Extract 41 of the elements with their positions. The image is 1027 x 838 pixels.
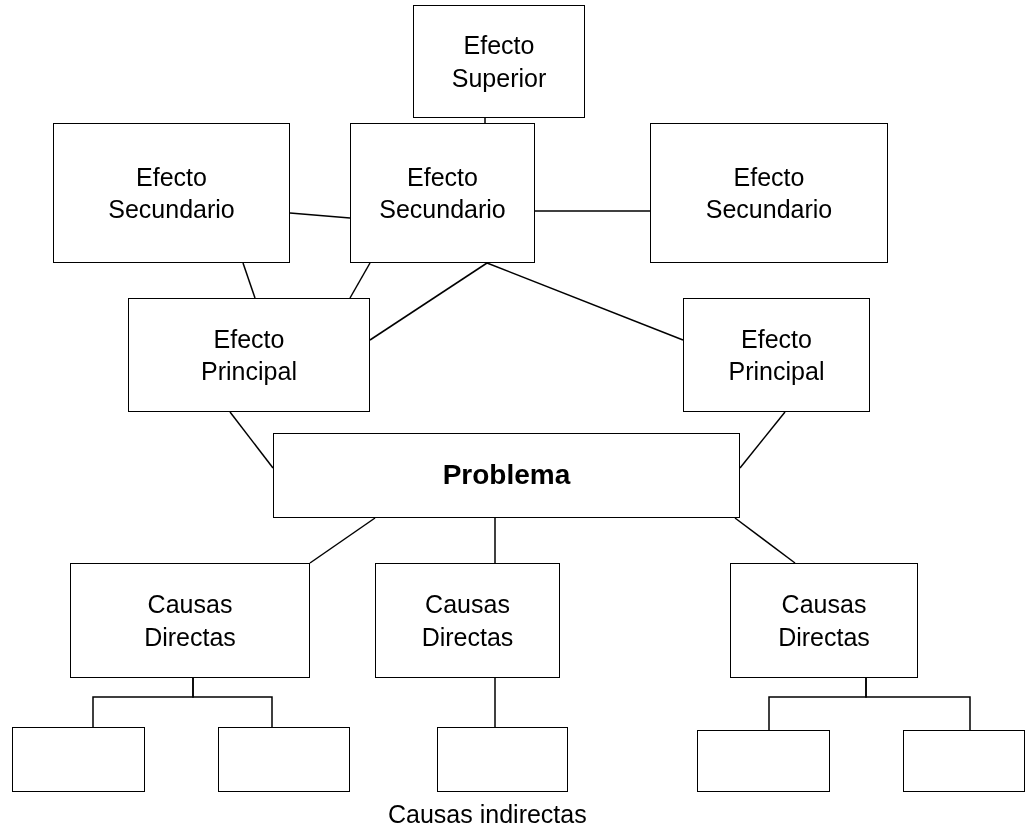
empty-box — [437, 727, 568, 792]
concept-box — [53, 123, 290, 263]
connector-line — [534, 210, 651, 212]
node-text: Efecto Secundario — [107, 161, 236, 225]
node-text: Efecto Secundario — [378, 161, 507, 225]
node-text: Efecto Principal — [727, 323, 826, 387]
node-text: Causas Directas — [420, 589, 515, 653]
connector-line — [484, 117, 486, 124]
node-text: Efecto Principal — [200, 323, 298, 387]
connector-line — [734, 517, 796, 564]
connector-line — [289, 212, 351, 219]
empty-box — [697, 730, 830, 792]
connector-line — [865, 677, 971, 731]
caption-text: Causas indirectas — [388, 800, 587, 829]
empty-box — [903, 730, 1025, 792]
node-text: Efecto Secundario — [704, 161, 834, 225]
node-text: Causas Directas — [143, 589, 237, 653]
connector-line — [349, 262, 371, 299]
connector-line — [229, 411, 274, 469]
concept-box — [650, 123, 888, 263]
concept-box — [730, 563, 918, 678]
concept-box — [413, 5, 585, 118]
concept-box — [350, 123, 535, 263]
concept-box — [375, 563, 560, 678]
connector-line — [494, 517, 496, 564]
node-text: Problema — [441, 458, 572, 493]
concept-box — [128, 298, 370, 412]
concept-box — [70, 563, 310, 678]
empty-box — [12, 727, 145, 792]
concept-box — [683, 298, 870, 412]
connector-line — [242, 262, 256, 299]
connector-line — [739, 411, 786, 469]
node-text: Causas Directas — [777, 589, 871, 653]
empty-box — [218, 727, 350, 792]
connector-line — [369, 262, 488, 341]
connector-line — [192, 677, 273, 728]
problem-box — [273, 433, 740, 518]
connector-line — [486, 262, 684, 341]
connector-line — [494, 677, 496, 728]
node-text: Efecto Superior — [450, 30, 548, 94]
connector-line — [309, 517, 376, 564]
